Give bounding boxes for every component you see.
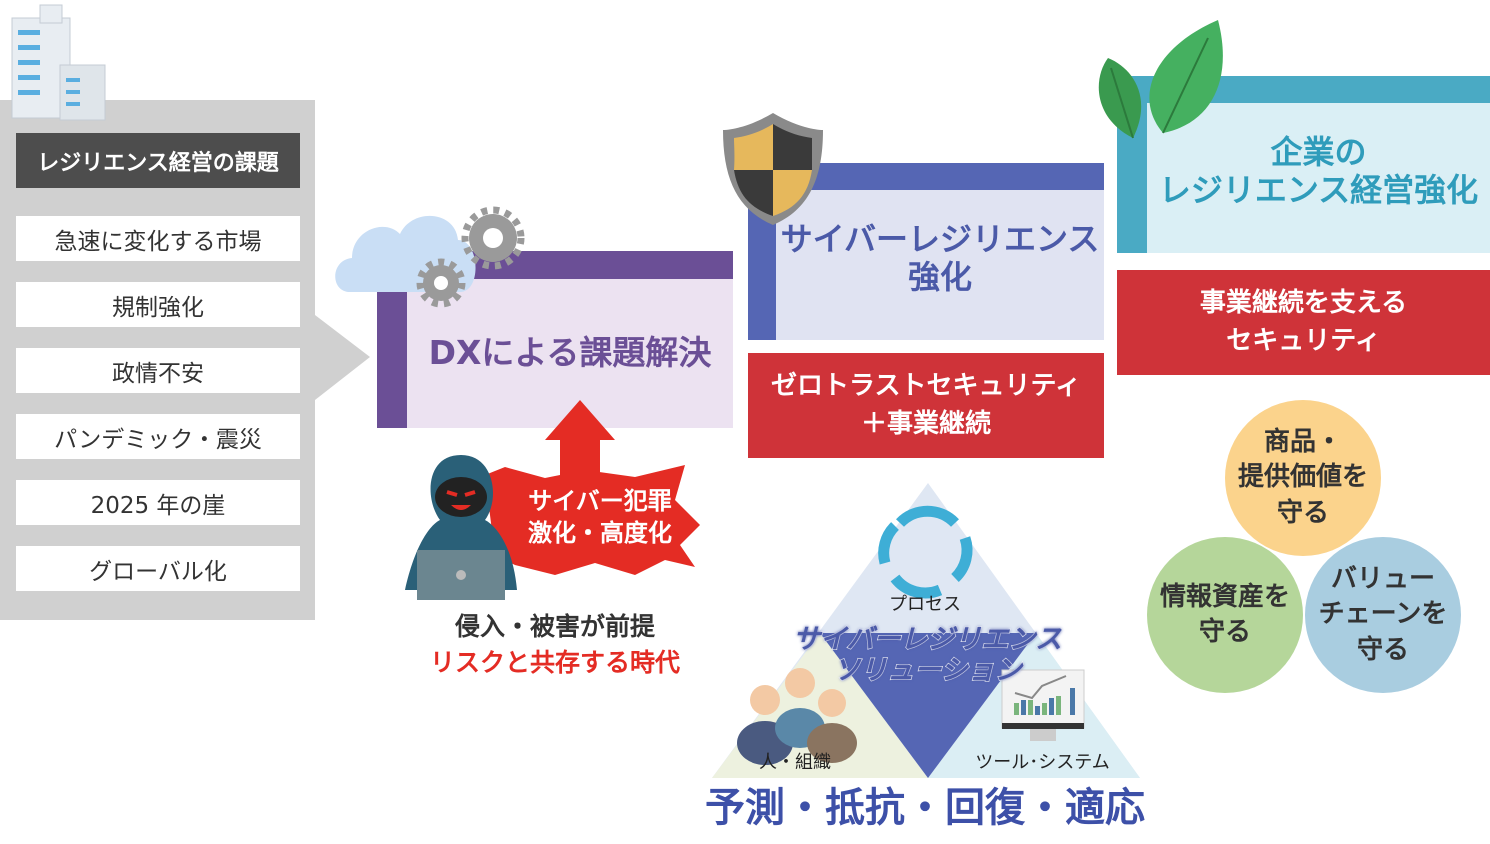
challenge-item: 急速に変化する市場 bbox=[16, 216, 300, 261]
threat-caption2: リスクと共存する時代 bbox=[429, 648, 680, 677]
enterprise-red-box: 事業継続を支える セキュリティ bbox=[1117, 270, 1490, 375]
burst-line2: 激化・高度化 bbox=[528, 519, 672, 548]
challenge-item: グローバル化 bbox=[16, 546, 300, 591]
circle-text-line: 守る bbox=[1356, 634, 1409, 665]
enterprise-title-line2: レジリエンス経営強化 bbox=[1158, 171, 1479, 209]
challenge-item: 規制強化 bbox=[16, 282, 300, 327]
threat-caption1: 侵入・被害が前提 bbox=[454, 612, 655, 641]
challenge-item: パンデミック・震災 bbox=[16, 414, 300, 459]
circle-text-line: バリュー bbox=[1330, 564, 1435, 595]
building-icon bbox=[11, 4, 106, 121]
enterprise-red-line2: セキュリティ bbox=[1226, 325, 1381, 356]
circle-text-line: 情報資産を bbox=[1159, 581, 1290, 612]
threat-graphic bbox=[405, 400, 700, 600]
challenge-item: 政情不安 bbox=[16, 348, 300, 393]
circle-text-line: 守る bbox=[1276, 497, 1329, 528]
hacker-icon bbox=[405, 455, 517, 600]
enterprise-title-line1: 企業の bbox=[1270, 132, 1367, 171]
challenge-item: 2025 年の崖 bbox=[16, 480, 300, 525]
cloud-gear-icon bbox=[335, 206, 525, 308]
cyber-red-line2: ＋事業継続 bbox=[860, 408, 991, 439]
triangle-left-label: 人・組織 bbox=[759, 752, 831, 773]
triangle-center-line2: ソリューション bbox=[833, 654, 1023, 687]
leaf-icon bbox=[1098, 20, 1223, 139]
triangle-center-line1: サイバーレジリエンス bbox=[792, 623, 1062, 656]
burst-shape bbox=[485, 465, 700, 575]
circle-text-line: チェーンを bbox=[1318, 599, 1448, 630]
left-panel-title: レジリエンス経営の課題 bbox=[16, 133, 300, 188]
triangle-right-label: ツール･システム bbox=[975, 752, 1110, 773]
cyber-title-line2: 強化 bbox=[907, 258, 972, 296]
monitor-chart-icon bbox=[1001, 669, 1085, 741]
circle-text-line: 守る bbox=[1198, 617, 1251, 647]
up-arrow-icon bbox=[545, 400, 615, 480]
enterprise-red-line1: 事業継続を支える bbox=[1199, 287, 1408, 318]
circle-value-chain: バリューチェーンを守る bbox=[1305, 537, 1461, 693]
solution-triangle bbox=[712, 483, 1140, 778]
burst-line1: サイバー犯罪 bbox=[528, 487, 672, 515]
footer-slogan: 予測・抵抗・回復・適応 bbox=[705, 785, 1145, 831]
circle-info-assets: 情報資産を守る bbox=[1147, 537, 1303, 693]
circle-text-line: 商品・ bbox=[1263, 427, 1342, 458]
dx-title: DXによる課題解決 bbox=[428, 333, 712, 372]
people-icon bbox=[737, 668, 857, 765]
cyber-red-line1: ゼロトラストセキュリティ bbox=[771, 370, 1081, 401]
shield-icon bbox=[723, 113, 823, 225]
cyber-red-box: ゼロトラストセキュリティ ＋事業継続 bbox=[748, 353, 1104, 458]
circle-product-value: 商品・提供価値を守る bbox=[1225, 400, 1381, 556]
cycle-arrows-icon bbox=[878, 505, 973, 599]
triangle-top-label: プロセス bbox=[889, 594, 961, 615]
circle-text-line: 提供価値を bbox=[1237, 462, 1368, 493]
cyber-title-line1: サイバーレジリエンス bbox=[780, 219, 1100, 258]
